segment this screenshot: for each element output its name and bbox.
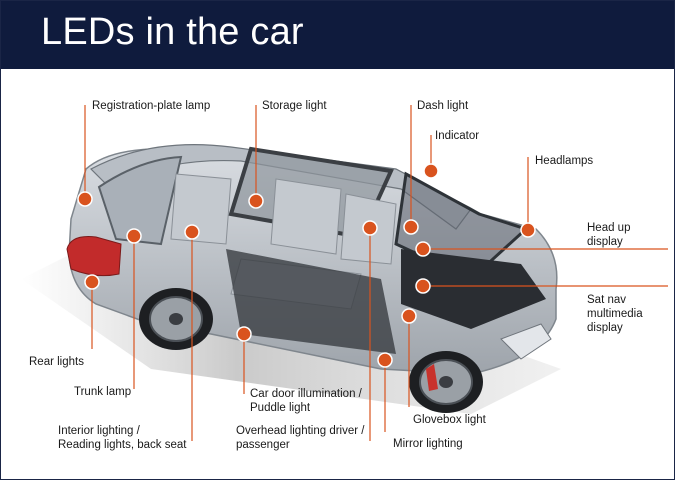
callout-interior-lighting — [184, 224, 200, 240]
rear-window — [97, 155, 183, 246]
callout-rear-lights — [84, 274, 100, 290]
title-bar: LEDs in the car — [1, 1, 674, 69]
label-indicator: Indicator — [435, 130, 480, 142]
dashboard — [401, 249, 546, 329]
door-opening — [226, 249, 396, 354]
label-trunk-lamp: Trunk lamp — [74, 386, 132, 398]
label-sat-nav-line2: multimedia — [587, 308, 643, 320]
label-storage-light: Storage light — [262, 100, 327, 112]
label-dash-light: Dash light — [417, 100, 469, 112]
car-illustration — [21, 105, 668, 441]
label-interior-lighting-line2: Reading lights, back seat — [58, 439, 187, 451]
callout-headlamps — [520, 222, 536, 238]
callout-indicator — [423, 163, 439, 179]
taillight-shape — [66, 236, 122, 277]
leader-lines — [84, 105, 668, 441]
label-head-up-display-line1: Head up — [587, 222, 631, 234]
label-car-door-line2: Puddle light — [250, 402, 311, 414]
callout-head-up-display — [415, 241, 431, 257]
label-overhead-line2: passenger — [236, 439, 290, 451]
label-registration-plate-lamp: Registration-plate lamp — [92, 100, 211, 112]
label-sat-nav-line1: Sat nav — [587, 294, 626, 306]
label-interior-lighting-line1: Interior lighting / — [58, 425, 140, 437]
label-head-up-display-line2: display — [587, 236, 623, 248]
callout-registration-plate-lamp — [77, 191, 93, 207]
callout-glovebox — [401, 308, 417, 324]
front-wheel — [409, 351, 483, 413]
callout-mirror — [377, 352, 393, 368]
label-overhead-line1: Overhead lighting driver / — [236, 425, 365, 437]
page-title: LEDs in the car — [41, 11, 304, 53]
rear-wheel — [139, 288, 213, 350]
headlight-shape — [500, 323, 552, 360]
label-mirror-lighting: Mirror lighting — [393, 438, 463, 450]
label-car-door-line1: Car door illumination / — [250, 388, 362, 400]
label-rear-lights: Rear lights — [29, 356, 84, 368]
callout-dash-light — [403, 219, 419, 235]
callout-trunk-lamp — [126, 228, 142, 244]
label-sat-nav-line3: display — [587, 322, 623, 334]
car-diagram: Registration-plate lamp Storage light Da… — [1, 69, 674, 479]
callout-dots — [77, 163, 536, 368]
callout-car-door — [236, 326, 252, 342]
callout-sat-nav — [415, 278, 431, 294]
callout-storage-light — [248, 193, 264, 209]
callout-overhead — [362, 220, 378, 236]
label-headlamps: Headlamps — [535, 155, 594, 167]
label-glovebox-light: Glovebox light — [413, 414, 486, 426]
